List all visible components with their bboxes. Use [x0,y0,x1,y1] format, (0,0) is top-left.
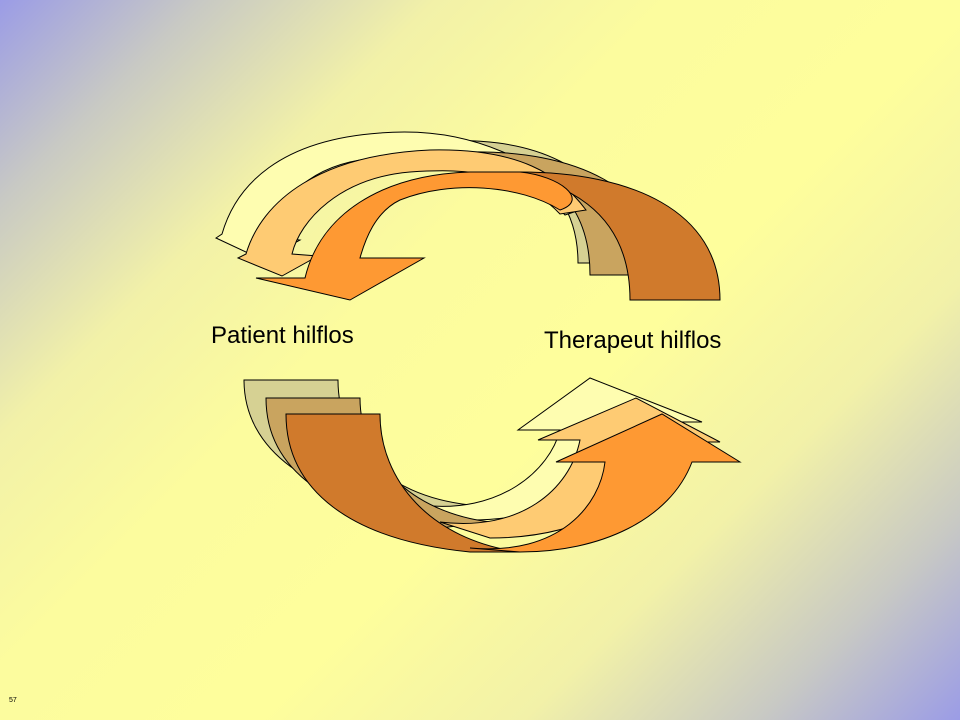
bottom-arrow-front-face [469,413,742,553]
top-arrow-front-face [255,171,573,301]
therapist-helpless-label: Therapeut hilflos [544,327,722,354]
bottom-arrow-front-side [285,413,521,553]
top-arrow-front [255,171,721,301]
bottom-arrow-front [285,413,742,553]
slide-number: 57 [9,697,17,704]
patient-helpless-label: Patient hilflos [211,322,354,349]
